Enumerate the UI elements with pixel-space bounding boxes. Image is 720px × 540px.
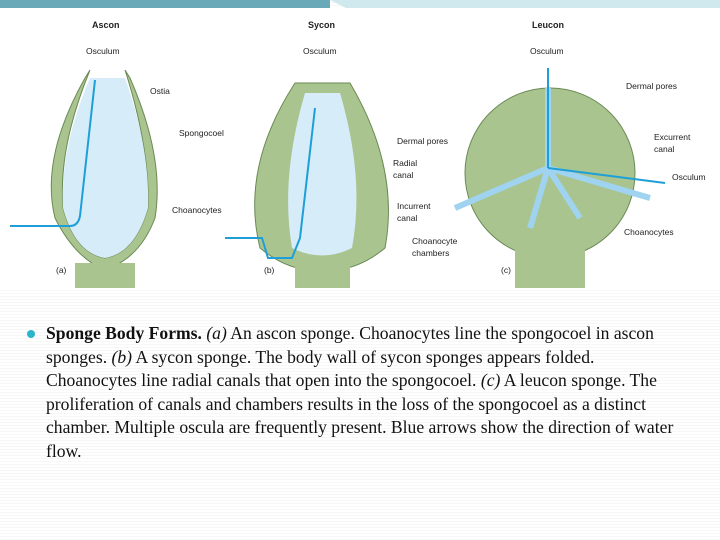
panel-c-label: (c) — [501, 265, 511, 275]
sponge-illustrations — [10, 68, 666, 288]
caption-panel-b: (b) — [107, 346, 133, 367]
leucon-osculum-top-label: Osculum — [530, 46, 564, 56]
ascon-choanocytes-label: Choanocytes — [172, 205, 222, 215]
ascon-osculum-label: Osculum — [86, 46, 120, 56]
caption-text-c: A leucon sponge. The proliferation of ca… — [46, 370, 674, 461]
excurrent-canal-label-1: Excurrent — [654, 132, 691, 142]
incurrent-canal-label-2: canal — [397, 213, 418, 223]
radial-canal-label-2: canal — [393, 170, 414, 180]
sycon-dermal-pores-label: Dermal pores — [397, 136, 449, 146]
incurrent-canal-label-1: Incurrent — [397, 201, 431, 211]
leucon-osculum-right-label: Osculum — [672, 172, 706, 182]
ascon-title: Ascon — [92, 20, 120, 30]
caption-text-a: An ascon sponge. Choanocytes line the sp… — [46, 323, 654, 367]
sycon-title: Sycon — [308, 20, 336, 30]
header-band — [0, 0, 720, 10]
leucon-drawing — [453, 68, 666, 288]
caption-panel-a: (a) — [201, 323, 227, 343]
choanocyte-chambers-label-1: Choanocyte — [412, 236, 458, 246]
panel-b-label: (b) — [264, 265, 275, 275]
radial-canal-label-1: Radial — [393, 158, 418, 168]
sponge-body-forms-figure: Ascon Osculum Ostia Spongocoel Choanocyt… — [0, 8, 720, 288]
ascon-ostia-label: Ostia — [150, 86, 170, 96]
sycon-osculum-label: Osculum — [303, 46, 337, 56]
ascon-drawing — [10, 69, 158, 288]
panel-a-label: (a) — [56, 265, 67, 275]
bullet-dot-icon — [27, 330, 35, 338]
leucon-dermal-pores-label: Dermal pores — [626, 81, 678, 91]
caption-heading: Sponge Body Forms. — [46, 323, 202, 343]
leucon-choanocytes-label: Choanocytes — [624, 227, 674, 237]
caption-text-b: A sycon sponge. The body wall of sycon s… — [46, 346, 595, 391]
caption-panel-c: (c) — [476, 370, 501, 390]
sycon-drawing — [225, 82, 389, 288]
leucon-title: Leucon — [532, 20, 565, 30]
spongocoel-label: Spongocoel — [179, 128, 224, 138]
figure-caption: Sponge Body Forms. (a) An ascon sponge. … — [46, 322, 686, 463]
excurrent-canal-label-2: canal — [654, 144, 675, 154]
choanocyte-chambers-label-2: chambers — [412, 248, 450, 258]
